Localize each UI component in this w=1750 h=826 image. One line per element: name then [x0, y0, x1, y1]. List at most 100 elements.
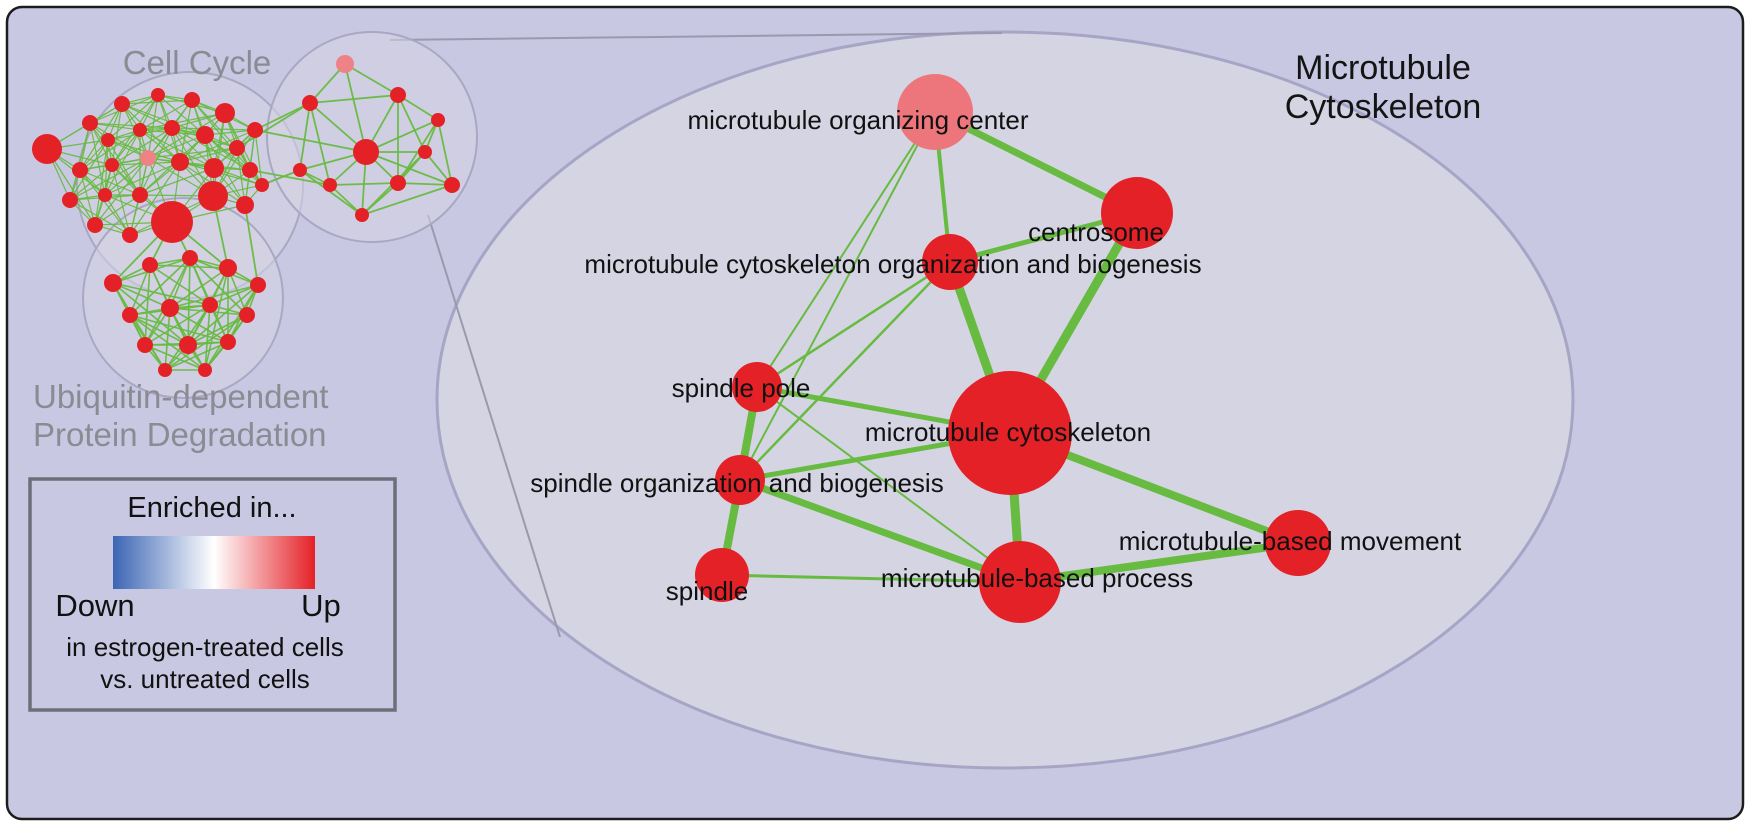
overview-edge	[397, 182, 453, 186]
overview-node	[98, 188, 112, 202]
overview-node	[220, 334, 236, 350]
overview-edge	[129, 314, 189, 346]
overview-edge	[144, 264, 151, 346]
overview-edge	[129, 257, 191, 316]
node-label-orgbio: microtubule cytoskeleton organization an…	[584, 249, 1201, 279]
overview-edge	[121, 103, 181, 163]
overview-node	[198, 181, 228, 211]
overview-edge	[104, 157, 149, 196]
detail-network: microtubule organizing centercentrosomem…	[530, 74, 1462, 623]
overview-node	[219, 259, 237, 277]
edge-moc-spindle_pole	[756, 111, 936, 388]
overview-node	[302, 95, 318, 111]
overview-node	[239, 307, 255, 323]
overview-bridge-edge	[236, 102, 311, 149]
overview-edge	[144, 304, 211, 346]
overview-edge	[129, 314, 229, 343]
node-label-spindle_pole: spindle pole	[672, 373, 811, 403]
overview-node	[390, 87, 406, 103]
overview-edge	[89, 122, 173, 129]
overview-edge	[111, 127, 173, 166]
edge-process-movement	[1016, 539, 1302, 586]
overview-edge	[209, 284, 259, 306]
overview-edge	[139, 112, 226, 131]
overview-node	[137, 337, 153, 353]
overview-node	[87, 217, 103, 233]
overview-edge	[89, 122, 149, 159]
node-moc	[897, 74, 973, 150]
overview-edge	[204, 134, 246, 206]
legend-down-label: Down	[55, 588, 134, 623]
node-orgbio	[922, 234, 978, 290]
overview-node	[122, 227, 138, 243]
overview-edge	[94, 157, 149, 226]
overview-node	[114, 96, 130, 112]
overview-node	[158, 363, 172, 377]
overview-node	[418, 145, 432, 159]
overview-edge	[79, 103, 123, 171]
overview-node	[293, 163, 307, 177]
overview-bridge-edge	[254, 102, 311, 131]
overview-edge	[111, 103, 123, 166]
overview-edge	[329, 182, 399, 186]
detail-title-line1: Microtubule	[1295, 49, 1471, 87]
node-spindle	[695, 548, 749, 602]
overview-node	[323, 178, 337, 192]
overview-edge	[164, 341, 229, 371]
legend-caption-line1: in estrogen-treated cells	[66, 632, 343, 662]
cluster-label-ubiquitin-line2: Protein Degradation	[33, 416, 327, 453]
overview-edge	[437, 119, 453, 186]
cluster-label-cell-cycle: Cell Cycle	[123, 44, 272, 81]
overview-edge	[309, 94, 399, 104]
overview-edge	[69, 199, 131, 236]
overview-edge	[299, 169, 363, 216]
legend-caption-line2: vs. untreated cells	[100, 664, 310, 694]
overview-edge	[89, 122, 141, 131]
overview-edge	[139, 127, 173, 196]
overview-edge	[204, 304, 211, 371]
cluster-label-ubiquitin-line1: Ubiquitin-dependent	[33, 378, 328, 415]
overview-node	[104, 274, 122, 292]
node-label-process: microtubule-based process	[881, 563, 1193, 593]
overview-edge	[179, 147, 238, 163]
overview-bridge-edge	[244, 204, 259, 286]
overview-bridge-edge	[254, 129, 367, 153]
overview-node	[164, 120, 180, 136]
overview-edge	[147, 94, 159, 159]
overview-edge	[104, 161, 181, 196]
overview-edge	[69, 139, 109, 201]
overview-edge	[344, 63, 399, 96]
overview-edge	[69, 157, 149, 201]
overview-node	[444, 177, 460, 193]
overview-bridge-edge	[249, 169, 331, 186]
overview-node	[236, 196, 254, 214]
overview-node	[229, 140, 245, 156]
overview-node	[198, 363, 212, 377]
overview-edge	[254, 129, 263, 186]
overview-node	[161, 299, 179, 317]
overview-node	[353, 139, 379, 165]
node-label-centrosome: centrosome	[1028, 217, 1164, 247]
cluster-circle-microtubule	[266, 31, 478, 243]
overview-edge	[365, 119, 439, 153]
overview-edge	[329, 184, 363, 216]
overview-node	[355, 208, 369, 222]
overview-edge	[164, 307, 171, 371]
node-movement	[1265, 510, 1331, 576]
overview-node	[133, 123, 147, 137]
overview-node	[82, 115, 98, 131]
legend-box	[28, 477, 397, 712]
edge-orgbio-spindle_org	[738, 260, 952, 482]
overview-node	[215, 103, 235, 123]
callout-line-bottom	[427, 214, 561, 638]
node-spindle_org	[715, 455, 765, 505]
overview-node	[202, 297, 218, 313]
overview-edge	[94, 194, 141, 226]
overview-edge	[344, 63, 367, 153]
overview-edge	[79, 169, 141, 196]
overview-edge	[147, 134, 206, 159]
edge-spindle-process	[720, 573, 1022, 584]
overview-node	[151, 201, 193, 243]
overview-edge	[397, 94, 426, 153]
overview-edge	[111, 129, 141, 166]
